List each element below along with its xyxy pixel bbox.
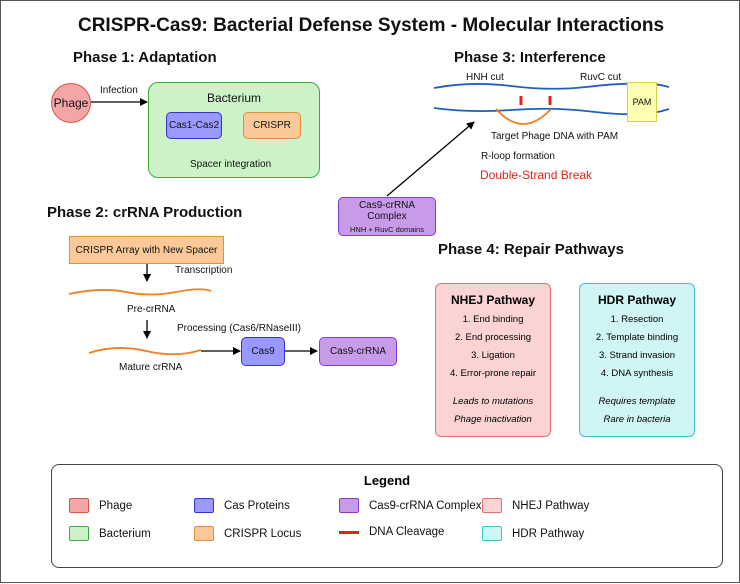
processing-label: Processing (Cas6/RNaseIII) (177, 323, 301, 334)
nhej-step: 2. End processing (454, 332, 532, 343)
legend-label: CRISPR Locus (224, 527, 302, 540)
complex-subtitle: HNH + RuvC domains (350, 224, 424, 234)
legend-label: HDR Pathway (512, 527, 585, 540)
nhej-step: 3. Ligation (471, 350, 515, 361)
legend-swatch (194, 526, 214, 541)
legend-label: Cas Proteins (224, 499, 290, 512)
page-title: CRISPR-Cas9: Bacterial Defense System - … (77, 15, 665, 36)
complex-title: Cas9-crRNA Complex (358, 199, 416, 222)
legend-swatch (194, 498, 214, 513)
legend-label: NHEJ Pathway (512, 499, 590, 512)
cas9-crrna-node: Cas9-crRNA (319, 337, 397, 366)
phase1-title: Phase 1: Adaptation (73, 49, 217, 66)
cas9-crrna-complex-node: Cas9-crRNA Complex HNH + RuvC domains (338, 197, 436, 236)
nhej-note: Phage inactivation (454, 414, 532, 425)
hdr-note: Rare in bacteria (603, 414, 671, 425)
legend-line-swatch (339, 530, 359, 534)
spacer-integration-label: Spacer integration (190, 159, 272, 170)
cas9-node: Cas9 (241, 337, 285, 366)
legend-label: DNA Cleavage (369, 526, 445, 538)
legend-box: Legend Phage Cas Proteins Cas9-crRNA Com… (51, 464, 723, 568)
legend-title: Legend (363, 473, 411, 488)
nhej-note: Leads to mutations (452, 396, 534, 407)
legend-label: Bacterium (99, 527, 151, 540)
rloop-arc (495, 108, 552, 125)
ruvc-cut-label: RuvC cut (580, 72, 622, 83)
legend-swatch (69, 498, 89, 513)
nhej-title: NHEJ Pathway (450, 293, 536, 307)
hdr-step: 1. Resection (610, 314, 664, 325)
hdr-step: 4. DNA synthesis (600, 368, 674, 379)
phase4-title: Phase 4: Repair Pathways (438, 241, 624, 258)
legend-label: Phage (99, 499, 133, 512)
bacterium-label: Bacterium (206, 91, 262, 105)
legend-swatch (482, 498, 502, 513)
legend-item-complex: Cas9-crRNA Complex (339, 498, 481, 513)
cas1-cas2-node: Cas1-Cas2 (166, 112, 222, 139)
legend-item-dna-cleavage: DNA Cleavage (339, 526, 444, 538)
phase2-title: Phase 2: crRNA Production (47, 204, 243, 221)
pam-box: PAM (627, 82, 657, 122)
legend-item-cas-proteins: Cas Proteins (194, 498, 290, 513)
phase3-title: Phase 3: Interference (454, 49, 606, 66)
crispr-array-node: CRISPR Array with New Spacer (69, 236, 224, 264)
phage-node: Phage (51, 83, 91, 123)
legend-swatch (482, 526, 502, 541)
hdr-note: Requires template (598, 396, 676, 407)
rloop-label: R-loop formation (481, 151, 555, 162)
legend-swatch (339, 498, 359, 513)
legend-swatch (69, 526, 89, 541)
complex-to-target-arrow (386, 121, 475, 197)
mature-crrna-label: Mature crRNA (119, 362, 183, 373)
crispr-node: CRISPR (243, 112, 301, 139)
legend-label: Cas9-crRNA Complex (369, 499, 482, 512)
target-dna-label: Target Phage DNA with PAM (491, 131, 619, 142)
hdr-step: 3. Strand invasion (598, 350, 676, 361)
nhej-pathway-box: NHEJ Pathway 1. End binding 2. End proce… (435, 283, 551, 437)
legend-item-bacterium: Bacterium (69, 526, 151, 541)
legend-item-crispr-locus: CRISPR Locus (194, 526, 301, 541)
pre-crrna-strand (68, 288, 212, 296)
pre-crrna-label: Pre-crRNA (127, 304, 176, 315)
mature-crrna-strand (88, 347, 202, 356)
legend-item-hdr: HDR Pathway (482, 526, 584, 541)
transcription-label: Transcription (175, 265, 233, 276)
nhej-step: 4. Error-prone repair (449, 368, 537, 379)
double-strand-break-label: Double-Strand Break (480, 168, 593, 182)
hdr-step: 2. Template binding (595, 332, 679, 343)
infection-label: Infection (100, 85, 138, 96)
nhej-step: 1. End binding (462, 314, 524, 325)
legend-item-phage: Phage (69, 498, 132, 513)
hdr-title: HDR Pathway (597, 293, 677, 307)
legend-item-nhej: NHEJ Pathway (482, 498, 589, 513)
hdr-pathway-box: HDR Pathway 1. Resection 2. Template bin… (579, 283, 695, 437)
hnh-cut-label: HNH cut (466, 72, 504, 83)
